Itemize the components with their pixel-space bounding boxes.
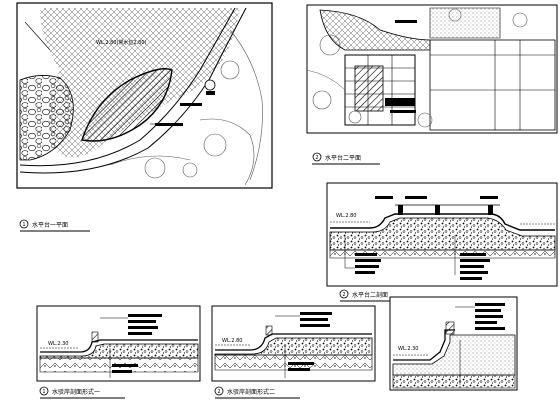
- plan-2-drawing: [306, 4, 558, 134]
- section-c-drawing: WL.2.30: [389, 296, 518, 391]
- plan-2-title: 2 水平台二平面: [312, 152, 380, 165]
- section-b-water-level: WL.2.80: [222, 338, 242, 344]
- section-c-water-level: WL.2.30: [398, 346, 418, 352]
- section-2-number: 2: [342, 292, 345, 298]
- section-2-drawing: WL.2.80: [326, 182, 558, 287]
- section-2-label: 水平台二剖面: [352, 291, 388, 299]
- plan-1-drawing: WL.2.80(常水位2.80): [16, 2, 273, 189]
- section-b-title: 2 水驳岸剖面形式二: [214, 386, 300, 399]
- plan-1-title: 1 水平台一平面: [19, 219, 90, 232]
- section-b-number: 2: [217, 389, 220, 395]
- section-a-title: 1 水驳岸剖面形式一: [39, 386, 125, 399]
- plan-1-number: 1: [22, 222, 25, 228]
- section-2-water-level: WL.2.80: [336, 213, 356, 219]
- section-a-number: 1: [42, 389, 45, 395]
- plan-2-number: 2: [315, 155, 318, 161]
- plan-1-label: 水平台一平面: [32, 221, 68, 229]
- section-b-label: 水驳岸剖面形式二: [227, 388, 275, 396]
- plan-1-water-level: WL.2.80(常水位2.80): [96, 39, 147, 46]
- section-a-label: 水驳岸剖面形式一: [52, 388, 100, 396]
- plan-2-label: 水平台二平面: [325, 154, 361, 162]
- section-b-drawing: WL.2.80: [211, 305, 376, 382]
- section-a-water-level: WL.2.30: [48, 341, 68, 347]
- section-a-drawing: WL.2.30: [36, 305, 201, 382]
